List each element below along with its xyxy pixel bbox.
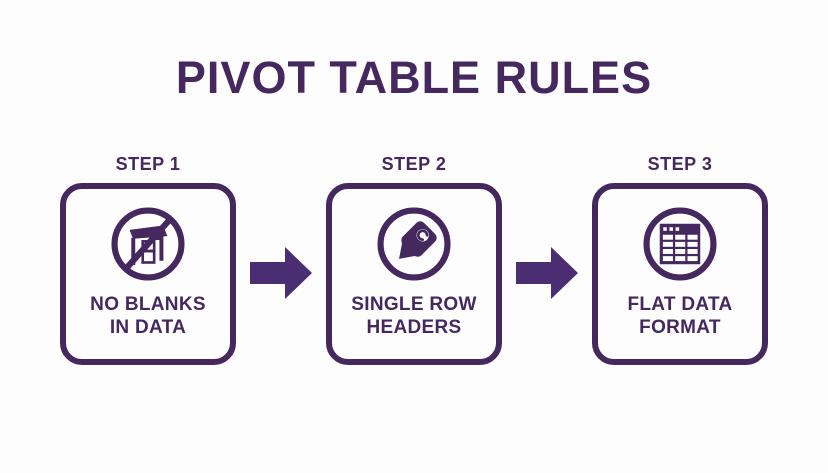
step-2-caption-line2: HEADERS (366, 317, 462, 339)
no-blanks-icon (104, 200, 192, 288)
step-3-caption: FLAT DATA FORMAT (627, 293, 732, 339)
page-title: PIVOT TABLE RULES (175, 52, 653, 103)
tag-icon (370, 200, 458, 288)
arrow-right-icon (516, 245, 578, 301)
step-2-caption-line1: SINGLE ROW (351, 294, 477, 315)
step-1-card: NO BLANKS IN DATA (60, 183, 236, 365)
step-1-caption-line2: IN DATA (109, 317, 187, 339)
step-3-card: FLAT DATA FORMAT (592, 183, 768, 365)
step-3-caption-line2: FORMAT (639, 317, 721, 339)
spreadsheet-icon (636, 200, 724, 288)
step-2-card: SINGLE ROW HEADERS (326, 183, 502, 365)
step-2-caption: SINGLE ROW HEADERS (351, 293, 476, 339)
step-1-column: STEP 1 (60, 154, 236, 365)
step-1-caption-line1: NO BLANKS (90, 294, 206, 315)
arrow-right-icon (250, 245, 312, 301)
step-2-column: STEP 2 SINGLE ROW HEADERS (326, 154, 502, 365)
steps-row: STEP 1 (0, 154, 828, 365)
step-3-column: STEP 3 (592, 154, 768, 365)
step-1-label: STEP 1 (115, 154, 181, 174)
step-1-caption: NO BLANKS IN DATA (90, 293, 206, 339)
step-3-caption-line1: FLAT DATA (627, 294, 733, 315)
step-3-label: STEP 3 (647, 154, 713, 174)
step-2-label: STEP 2 (381, 154, 447, 174)
